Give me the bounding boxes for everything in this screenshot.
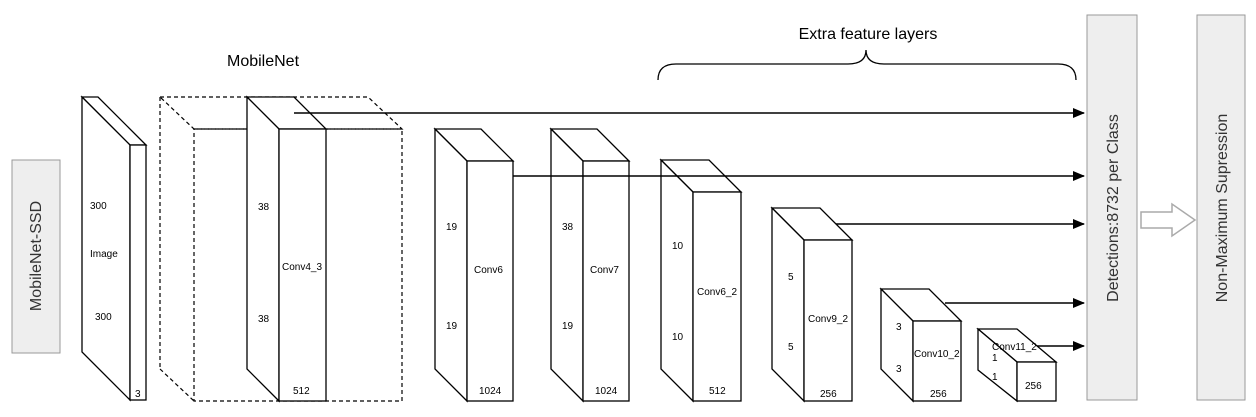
conv7-width: 19 bbox=[562, 321, 574, 332]
image-height: 300 bbox=[90, 201, 107, 212]
conv11-2-block bbox=[976, 327, 1058, 403]
conv6-2-width: 10 bbox=[672, 332, 684, 343]
conv4-3-label: Conv4_3 bbox=[282, 262, 322, 273]
conv6-2-block bbox=[659, 158, 743, 403]
extra-layers-brace bbox=[657, 49, 1077, 81]
mobilenet-ssd-panel bbox=[11, 159, 61, 354]
conv9-2-block bbox=[770, 206, 854, 403]
conv10-2-block bbox=[879, 287, 963, 403]
conv6-width: 19 bbox=[446, 321, 458, 332]
conv10-2-height: 3 bbox=[896, 322, 902, 333]
conv4-3-block bbox=[245, 95, 328, 403]
conv7-label: Conv7 bbox=[590, 265, 619, 276]
nms-label: Non-Maximum Supression bbox=[1214, 114, 1231, 303]
conv11-2-height: 1 bbox=[992, 353, 998, 364]
mobilenet-ssd-label: MobileNet-SSD bbox=[28, 201, 45, 311]
nms-panel bbox=[1196, 14, 1246, 401]
conv6-label: Conv6 bbox=[474, 265, 503, 276]
conv11-2-label: Conv11_2 bbox=[992, 342, 1037, 353]
conv10-2-channels: 256 bbox=[930, 389, 947, 400]
conv6-height: 19 bbox=[446, 222, 458, 233]
conv9-2-height: 5 bbox=[788, 272, 794, 283]
conv7-height: 38 bbox=[562, 222, 574, 233]
image-width: 300 bbox=[95, 312, 112, 323]
conv7-block bbox=[549, 127, 631, 403]
conv9-2-channels: 256 bbox=[820, 389, 837, 400]
conv4-3-height: 38 bbox=[258, 202, 270, 213]
conv9-2-width: 5 bbox=[788, 342, 794, 353]
conv10-2-label: Conv10_2 bbox=[914, 349, 960, 360]
conv9-2-label: Conv9_2 bbox=[808, 314, 848, 325]
conv6-2-label: Conv6_2 bbox=[697, 287, 737, 298]
hollow-arrow-icon bbox=[1140, 202, 1197, 238]
image-channels: 3 bbox=[135, 389, 141, 400]
image-label: Image bbox=[90, 249, 118, 260]
conv6-block bbox=[433, 127, 515, 403]
extra-layers-header: Extra feature layers bbox=[799, 26, 938, 43]
image-block bbox=[80, 95, 148, 402]
conv4-3-channels: 512 bbox=[293, 386, 310, 397]
detection-arrows bbox=[294, 108, 1085, 351]
conv7-channels: 1024 bbox=[595, 386, 618, 397]
conv6-2-height: 10 bbox=[672, 241, 684, 252]
detections-label: Detections:8732 per Class bbox=[1105, 114, 1122, 302]
conv6-channels: 1024 bbox=[479, 386, 502, 397]
conv11-2-width: 1 bbox=[992, 372, 998, 383]
conv10-2-width: 3 bbox=[896, 364, 902, 375]
mobilenet-header: MobileNet bbox=[227, 53, 300, 70]
conv6-2-channels: 512 bbox=[709, 386, 726, 397]
conv4-3-width: 38 bbox=[258, 314, 270, 325]
detections-panel bbox=[1086, 14, 1138, 401]
conv11-2-channels: 256 bbox=[1025, 381, 1042, 392]
